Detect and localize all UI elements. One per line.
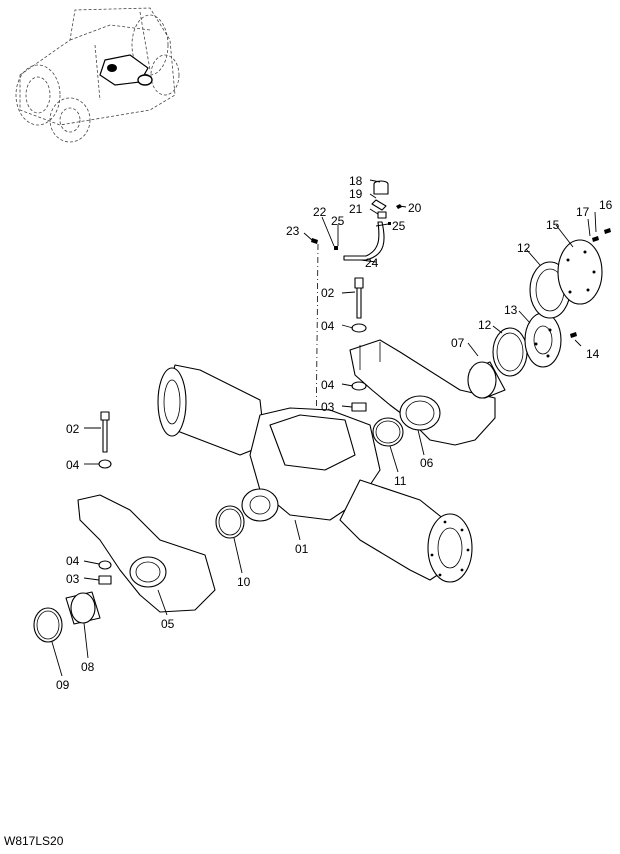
callout-25-right: 25 — [392, 219, 406, 233]
callout-20: 20 — [408, 201, 422, 215]
callout-16: 16 — [599, 198, 613, 212]
callout-04-lower-b: 04 — [66, 554, 80, 568]
callout-07: 07 — [451, 336, 465, 350]
callout-04-upper-b: 04 — [321, 378, 335, 392]
callout-04-lower-a: 04 — [66, 458, 80, 472]
callout-05: 05 — [161, 617, 175, 631]
breather-centerline — [315, 243, 319, 446]
upper-pivot-bolt — [351, 277, 367, 412]
callout-17: 17 — [576, 205, 590, 219]
callout-23: 23 — [286, 224, 300, 238]
callout-11: 11 — [394, 474, 407, 488]
callout-12-lower: 12 — [478, 318, 492, 332]
callout-08: 08 — [81, 660, 95, 674]
callout-15: 15 — [546, 218, 560, 232]
callout-06: 06 — [420, 456, 434, 470]
breather-assembly — [311, 180, 402, 261]
callout-02-lower: 02 — [66, 422, 80, 436]
axle-housing — [157, 364, 473, 583]
callout-03-lower: 03 — [66, 572, 80, 586]
callout-24: 24 — [365, 256, 379, 270]
upper-pivot-bracket — [349, 339, 496, 446]
callout-25-upper: 25 — [331, 214, 345, 228]
leader-lines — [51, 179, 597, 677]
lower-pivot-group — [33, 411, 245, 643]
callout-19: 19 — [349, 187, 363, 201]
machine-locator-thumbnail — [15, 7, 180, 143]
callout-09: 09 — [56, 678, 70, 692]
callout-12-upper: 12 — [517, 241, 531, 255]
callout-21: 21 — [349, 202, 363, 216]
callout-01: 01 — [295, 542, 309, 556]
callout-14: 14 — [586, 347, 600, 361]
callout-02-upper: 02 — [321, 286, 335, 300]
callout-13: 13 — [504, 303, 518, 317]
upper-bushings — [372, 228, 611, 447]
callout-04-upper-a: 04 — [321, 319, 335, 333]
callout-labels: 18 19 20 21 22 25 25 23 24 17 16 15 12 1… — [56, 174, 613, 692]
callout-18: 18 — [349, 174, 363, 188]
callout-10: 10 — [237, 575, 251, 589]
drawing-code: W817LS20 — [4, 834, 64, 848]
callout-22: 22 — [313, 205, 327, 219]
callout-03-upper: 03 — [321, 400, 335, 414]
